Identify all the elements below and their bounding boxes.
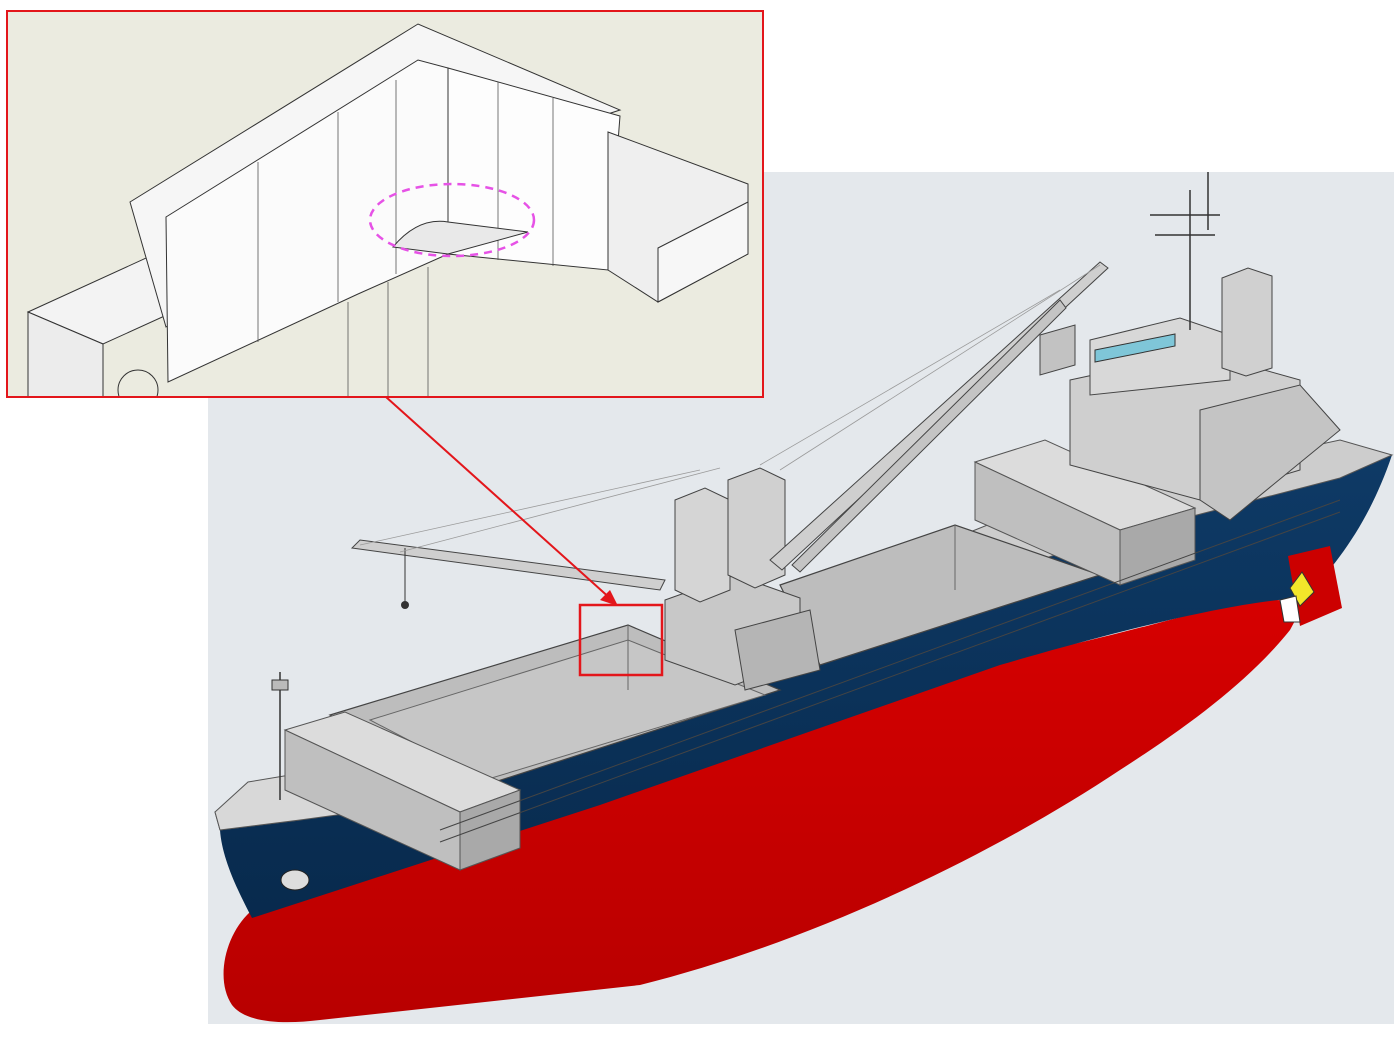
crane-pedestal <box>664 574 821 691</box>
detail-inset <box>6 10 764 398</box>
rudder <box>1288 546 1342 626</box>
coaming-corner-drawing <box>26 23 749 396</box>
callout-box <box>578 603 664 677</box>
crane-jib-forward <box>350 539 666 609</box>
hatch-cover-stack-forward <box>283 711 522 871</box>
propeller <box>1279 571 1315 623</box>
crane-house <box>674 467 786 603</box>
deck-railing <box>439 499 1341 843</box>
fore-mast <box>271 672 289 800</box>
hatch-cover-stack-aft <box>973 439 1197 586</box>
lower-hull <box>223 598 1306 1023</box>
crane-rigging <box>359 264 1101 553</box>
superstructure <box>1039 317 1341 521</box>
main-mast <box>1150 172 1220 330</box>
callout-arrow <box>385 396 618 606</box>
funnel <box>1221 267 1273 377</box>
crane-jib-aft <box>769 261 1109 573</box>
highlight-ellipse <box>368 182 536 258</box>
anchor-pocket <box>280 869 310 891</box>
